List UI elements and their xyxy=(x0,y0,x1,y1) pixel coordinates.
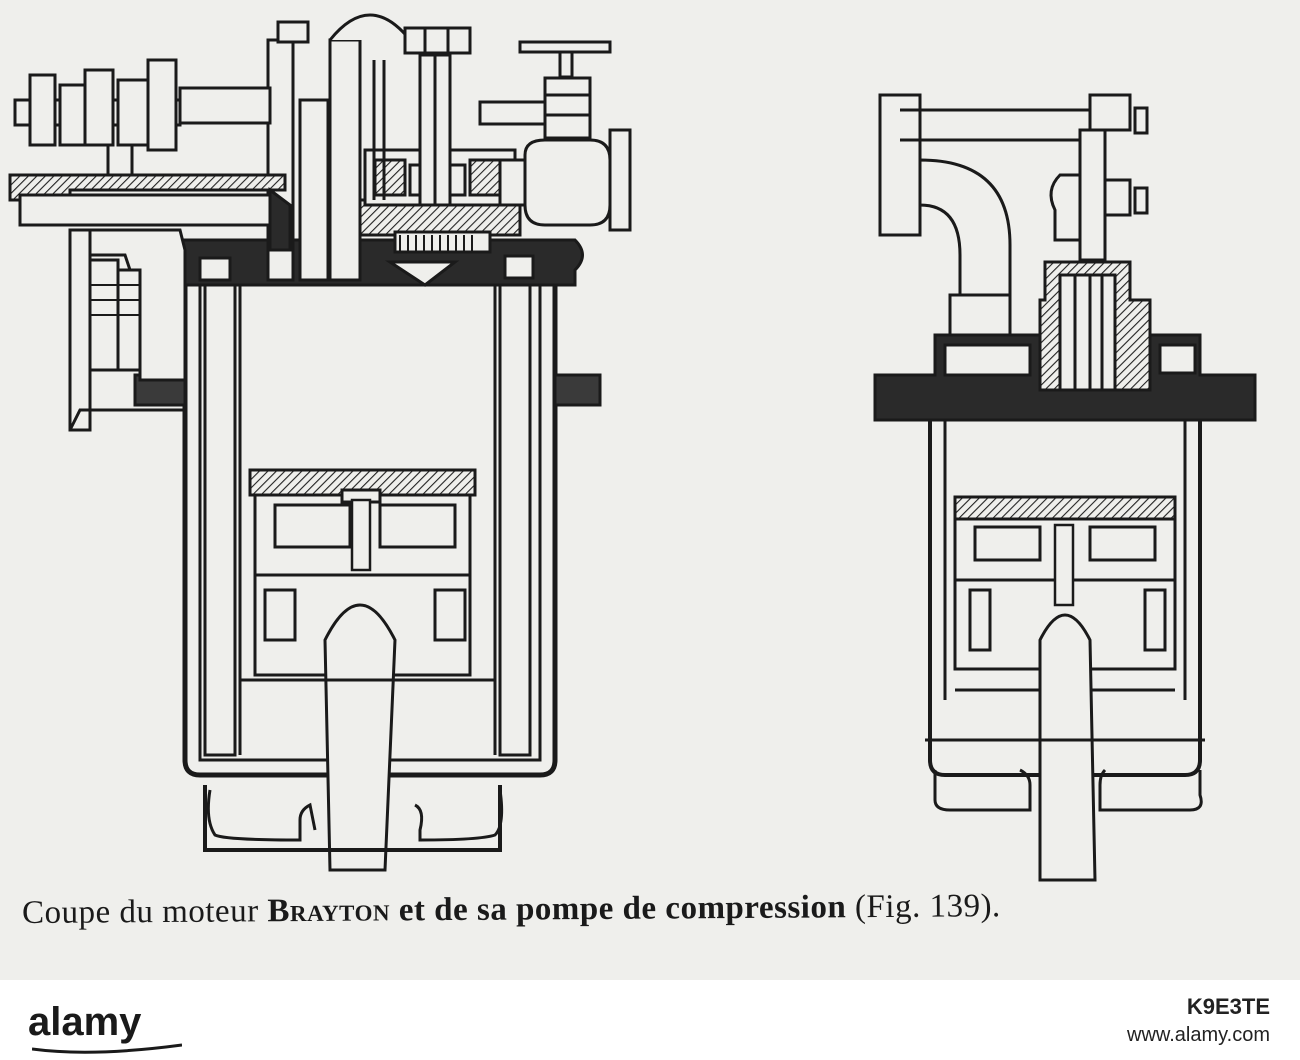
caption-figure: (Fig. 139). xyxy=(854,888,1001,926)
image-id: K9E3TE xyxy=(1186,994,1270,1019)
site-url: www.alamy.com xyxy=(1127,1024,1270,1046)
watermark-info: K9E3TE www.alamy.com xyxy=(1127,994,1270,1047)
logo-underline-icon xyxy=(32,1043,182,1054)
alamy-logo: alamy xyxy=(28,1000,142,1044)
watermark-band xyxy=(0,980,1300,1060)
caption-part2: et de sa pompe de compression xyxy=(398,889,847,929)
engine-section-drawing xyxy=(8,13,1257,882)
engraving-plate: Coupe du moteur Brayton et de sa pompe d… xyxy=(0,0,1300,980)
engine-cylinder-drawing xyxy=(8,13,632,872)
caption-brand: Brayton xyxy=(267,892,391,930)
compression-pump-drawing xyxy=(873,93,1257,882)
caption-part1: Coupe du moteur xyxy=(21,893,259,931)
